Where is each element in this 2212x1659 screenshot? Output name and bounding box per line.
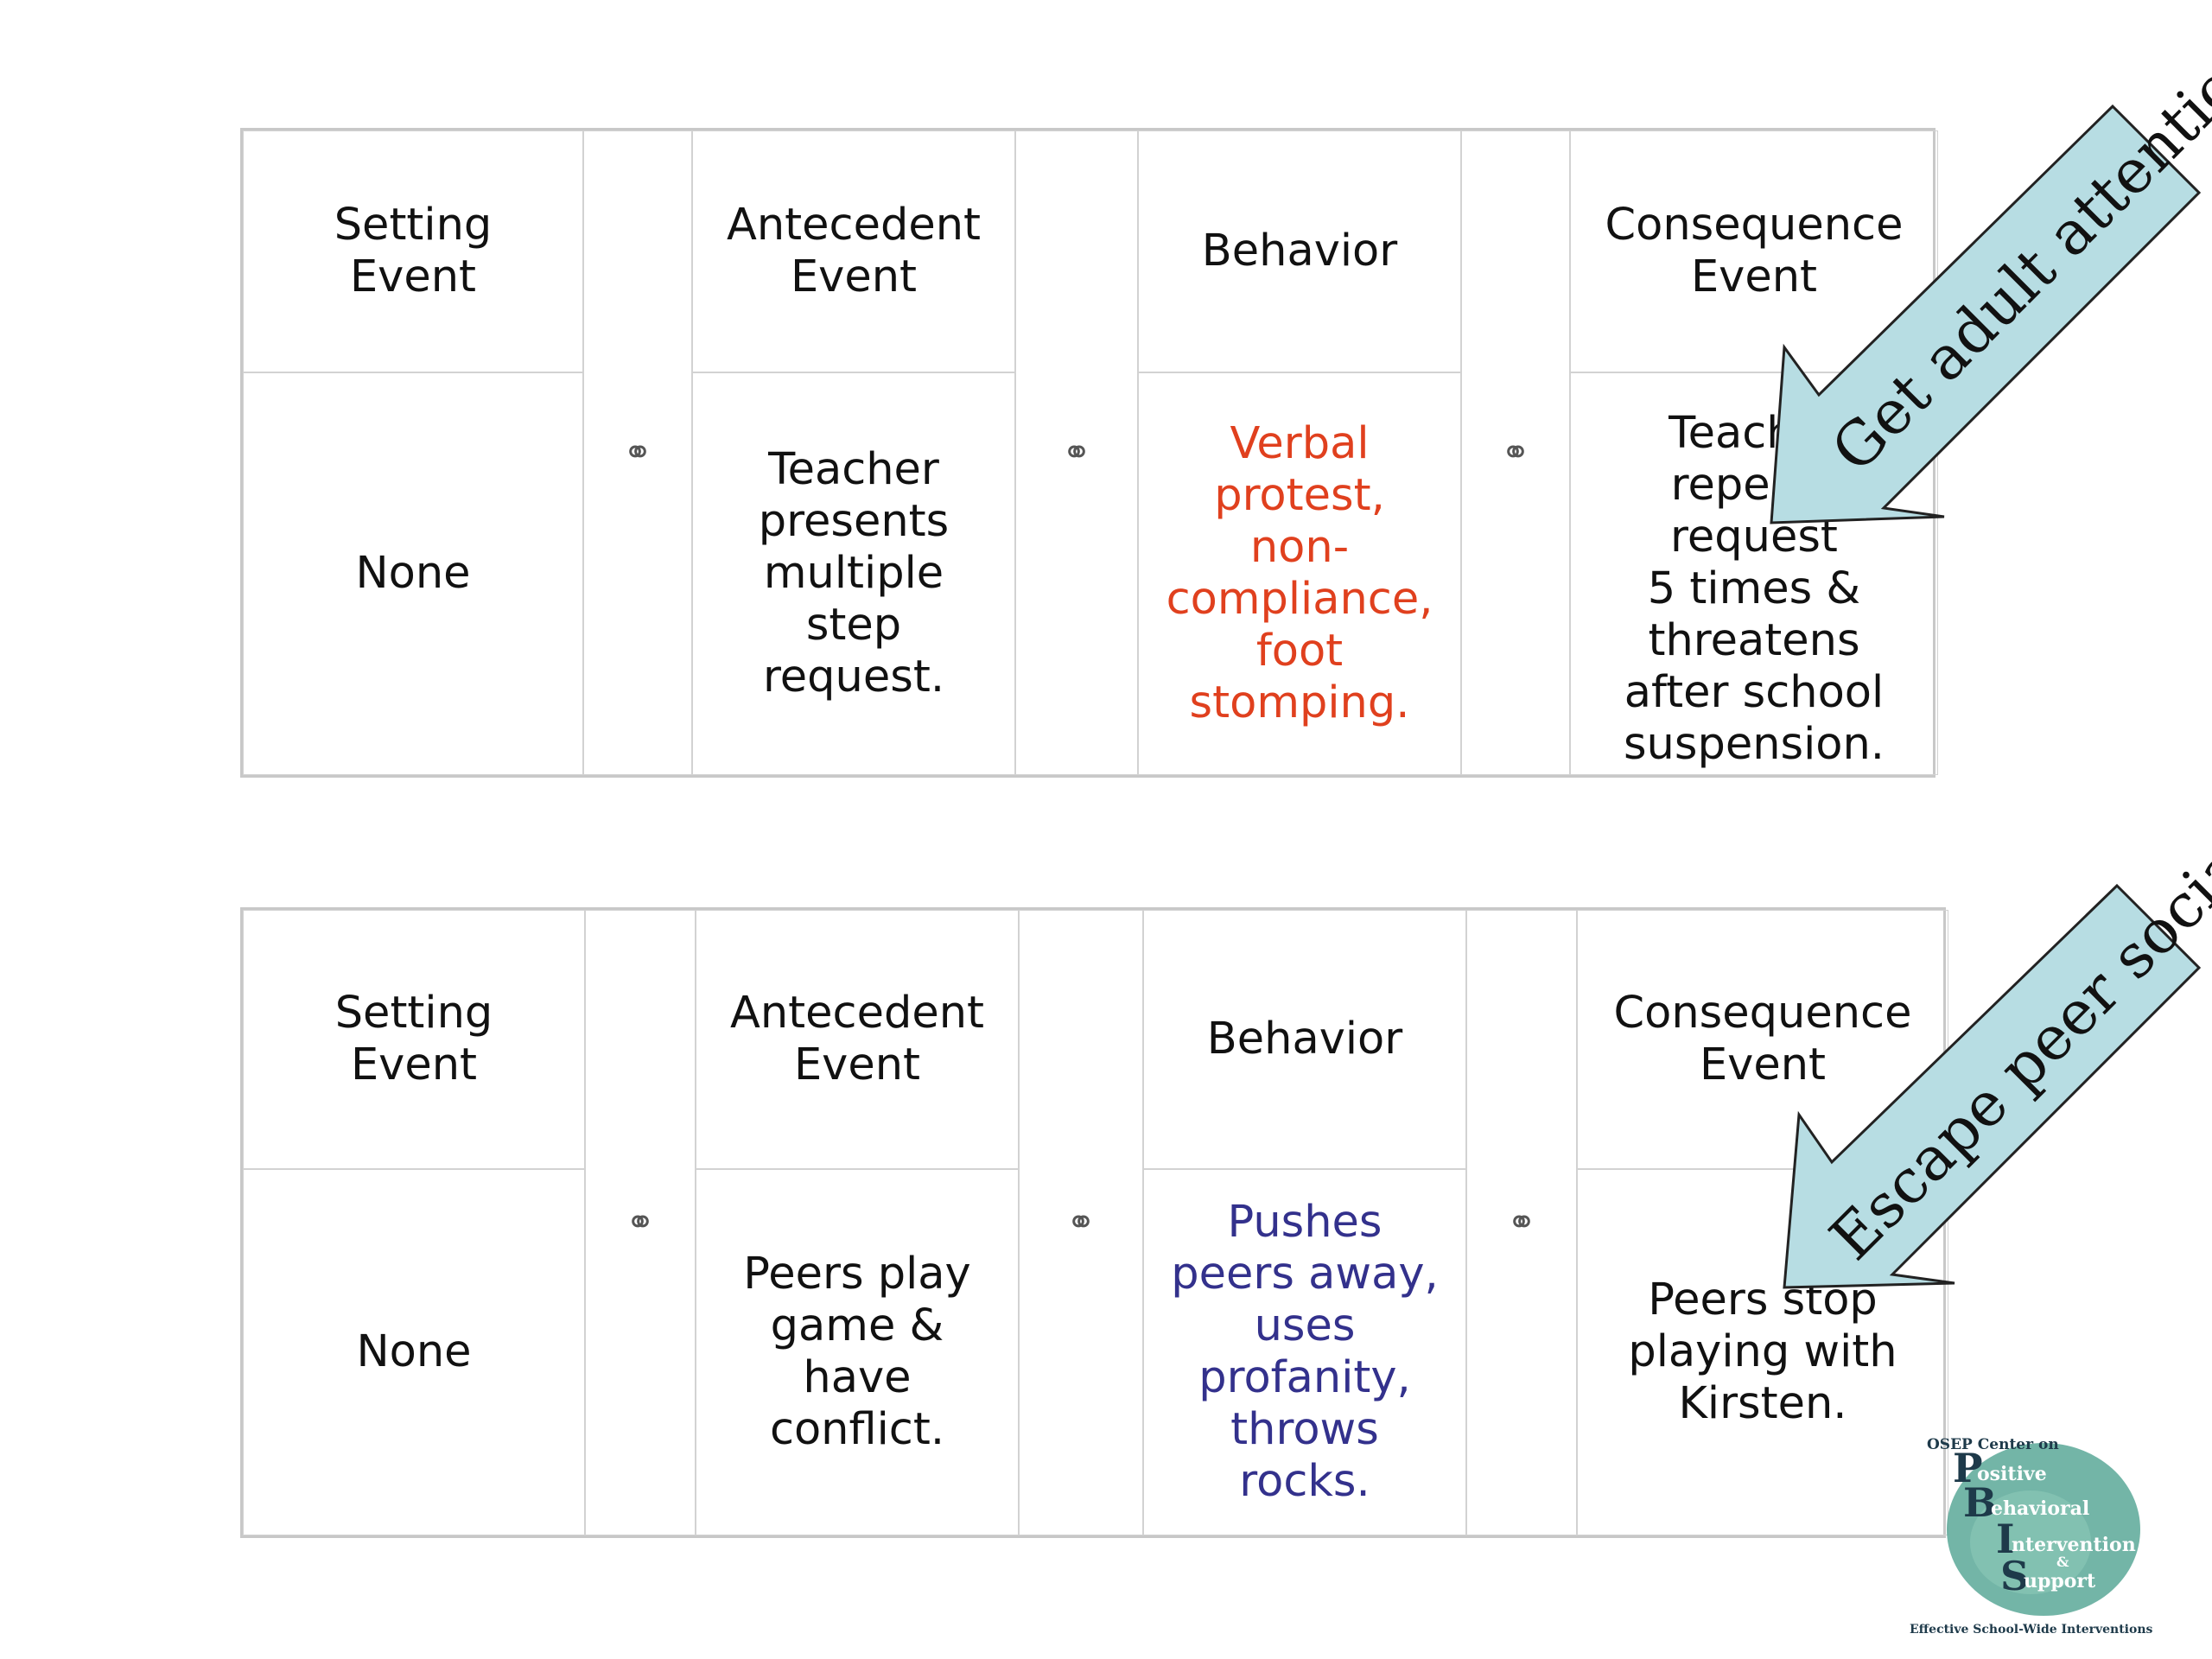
behavior-value: Pushes peers away, uses profanity, throw…	[1143, 1169, 1466, 1535]
behavior-header: Behavior	[1138, 130, 1461, 372]
svg-text:Effective School-Wide Interven: Effective School-Wide Interventions	[1910, 1623, 2153, 1637]
abc-table-1: Setting Event ⚭ Antecedent Event ⚭ Behav…	[240, 128, 1938, 778]
antecedent-event-value: Peers play game & have conflict.	[696, 1169, 1019, 1535]
setting-event-header: Setting Event	[243, 130, 583, 372]
svg-text:P: P	[1953, 1445, 1983, 1491]
function-arrow-2: Escape peer social	[1783, 818, 2212, 1289]
svg-text:S: S	[2000, 1553, 2029, 1599]
svg-text:ehavioral: ehavioral	[1991, 1497, 2089, 1520]
antecedent-event-value: Teacher presents multiple step request.	[692, 372, 1015, 775]
setting-event-header: Setting Event	[243, 910, 585, 1169]
svg-text:OSEP Center on: OSEP Center on	[1927, 1436, 2059, 1453]
link-icon: ⚭	[1461, 130, 1570, 775]
svg-text:I: I	[1996, 1516, 2015, 1562]
setting-event-value: None	[243, 372, 583, 775]
antecedent-event-header: Antecedent Event	[696, 910, 1019, 1169]
svg-text:&: &	[2056, 1554, 2069, 1570]
setting-event-value: None	[243, 1169, 585, 1535]
pbis-logo: OSEP Center on P ositive B ehavioral I n…	[1910, 1436, 2153, 1637]
antecedent-event-header: Antecedent Event	[692, 130, 1015, 372]
behavior-value: Verbal protest, non- compliance, foot st…	[1138, 372, 1461, 775]
consequence-event-header: Consequence Event	[1570, 130, 1938, 372]
function-arrow-label: Escape peer social	[1816, 818, 2212, 1274]
svg-text:ositive: ositive	[1977, 1463, 2047, 1485]
link-icon: ⚭	[1019, 910, 1143, 1535]
link-icon: ⚭	[1015, 130, 1138, 775]
abc-table-2: Setting Event ⚭ Antecedent Event ⚭ Behav…	[240, 907, 1948, 1538]
function-arrow-label: Get adult attention	[1818, 23, 2212, 486]
consequence-event-header: Consequence Event	[1577, 910, 1948, 1169]
behavior-header: Behavior	[1143, 910, 1466, 1169]
function-arrow-1: Get adult attention	[1770, 23, 2212, 524]
link-icon: ⚭	[585, 910, 696, 1535]
link-icon: ⚭	[583, 130, 692, 775]
link-icon: ⚭	[1466, 910, 1577, 1535]
svg-text:upport: upport	[2024, 1570, 2096, 1592]
svg-text:B: B	[1963, 1479, 1997, 1526]
svg-text:ntervention: ntervention	[2012, 1534, 2136, 1556]
